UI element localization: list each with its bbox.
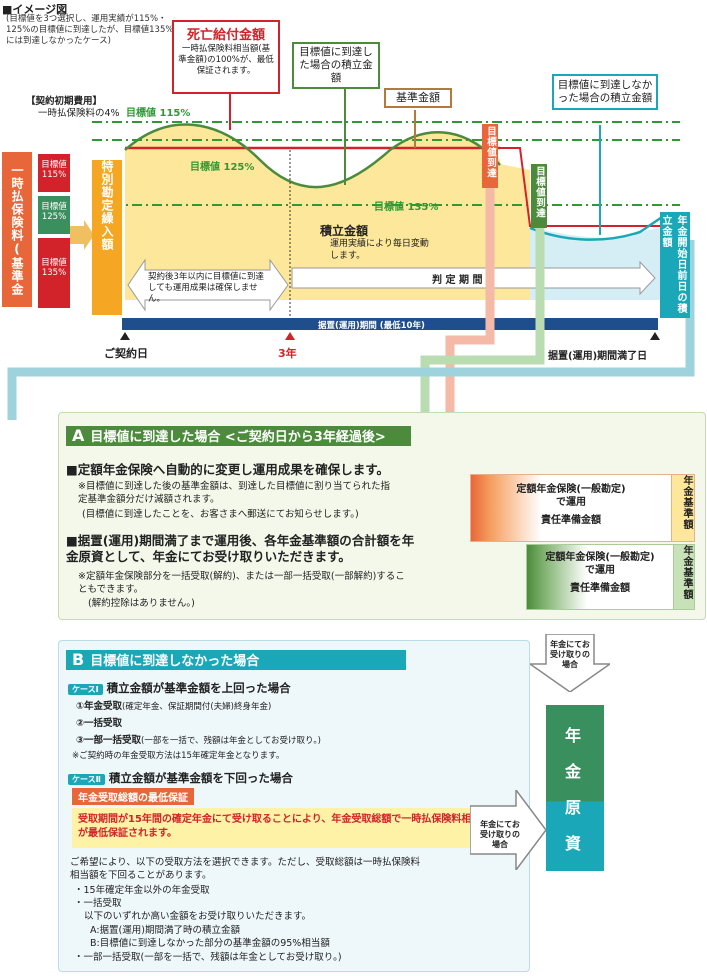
deferral-bar [122, 318, 658, 330]
acc-body: 運用実績により毎日変動します。 [330, 239, 429, 261]
case1-heading: ケースⅠ 積立金額が基準金額を上回った場合 [68, 680, 291, 696]
initial-cost-title: 【契約初期費用】 [26, 96, 103, 107]
fund-char-4: 資 [565, 834, 582, 853]
b-item2-b: B:目標値に到達しなかった部分の基準金額の95%相当額 [90, 938, 330, 949]
not-reached-acc-callout: 目標値に到達しなかった場合の積立金額 [552, 74, 658, 110]
fixed-annuity-box-2: 定額年金保険(一般勘定) で運用 責任準備金額 [526, 544, 674, 610]
box1-reserve: 責任準備金額 [541, 515, 601, 526]
section-b-title: 目標値に到達しなかった場合 [90, 654, 260, 669]
case2-heading: ケースⅡ 積立金額が基準金額を下回った場合 [68, 770, 293, 786]
b-item2-sub: 以下のいずれか高い金額をお受け取りいただきます。 [84, 911, 312, 922]
guarantee-arrow [127, 258, 289, 312]
deferral-label: 据置(運用)期間 (最低10年) [318, 321, 425, 331]
case1-opt3: ③一部一括受取(一部を一括で、残額は年金としてお受け取り。) [76, 734, 321, 748]
section-a-note1b: (目標値に到達したことを、お客さまへ郵送にてお知らせします。) [82, 509, 359, 520]
section-b-letter: B [72, 650, 85, 669]
opt2: ②一括受取 [76, 718, 123, 729]
year3-label: 3年 [278, 347, 297, 360]
accumulation-area [125, 124, 500, 301]
b-item2-a: A:据置(運用)期間満了時の積立金額 [90, 925, 240, 936]
box2-line1: 定額年金保険(一般勘定) [545, 552, 655, 563]
case1-opt1: ①年金受取(確定年金、保証期間付(夫婦)終身年金) [76, 700, 271, 714]
contract-date-label: ご契約日 [104, 347, 148, 360]
box2-reserve: 責任準備金額 [570, 583, 630, 594]
fund-char-1: 年 [565, 726, 582, 745]
section-a-note2a: ※定額年金保険部分を一括受取(解約)、または一部一括受取(一部解約)することもで… [78, 571, 405, 595]
target-box-115: 目標値115% [38, 154, 70, 192]
acc-title: 積立金額 [320, 224, 369, 238]
special-account-label: 特別勘定繰入額 [92, 160, 122, 315]
section-a-header: A 目標値に到達した場合 <ご契約日から3年経過後> [66, 426, 411, 446]
case2-badge: ケースⅡ [68, 774, 105, 785]
judge-arrow [291, 260, 656, 296]
guarantee-note: 契約後3年以内に目標値に到達しても運用成果は確保しません。 [148, 272, 264, 304]
judge-period-label: 判 定 期 間 [432, 275, 483, 286]
target-label-135: 目標値 135% [374, 202, 439, 213]
section-a-bullet2: ■据置(運用)期間満了まで運用後、各年金基準額の合計額を年金原資として、年金にて… [66, 533, 415, 564]
fund-char-2: 金 [565, 762, 582, 781]
section-a-bullet1: ■定額年金保険へ自動的に変更し運用成果を確保します。 [66, 462, 390, 477]
box2-side-label: 年金基準額 [673, 544, 695, 610]
reach-label-1: 目標値到達 [482, 124, 498, 188]
base-amount-callout: 基準金額 [384, 88, 452, 108]
section-b-panel [58, 640, 530, 972]
death-benefit-title: 死亡給付金額 [186, 28, 265, 43]
box1-side-label: 年金基準額 [671, 474, 695, 542]
pension-fund-column [546, 705, 604, 871]
reached-acc-callout: 目標値に到達した場合の積立金額 [292, 42, 380, 89]
fixed-annuity-box-1: 定額年金保険(一般勘定) で運用 責任準備金額 [470, 474, 672, 542]
chart-graphic [7, 72, 695, 420]
section-b-header: B 目標値に到達しなかった場合 [66, 650, 406, 670]
pension-start-acc-label: 年金開始日前日の積立金額 [660, 212, 690, 318]
initial-cost-callout: 【契約初期費用】 一時払保険料の4% [26, 96, 120, 120]
b-item1: ・15年確定年金以外の年金受取 [74, 885, 210, 896]
section-a-letter: A [72, 426, 85, 445]
arrow-down-to-fund [530, 634, 610, 692]
box1-line1: 定額年金保険(一般勘定) [516, 484, 626, 495]
b-item3: ・一部一括受取(一部を一括で、残額は年金としてお受け取り。) [74, 952, 342, 963]
arrow1-label: 年金にてお受け取りの場合 [550, 640, 590, 669]
opt3-note: (一部を一括で、残額は年金としてお受け取り。) [141, 736, 321, 746]
death-benefit-callout: 死亡給付金額 一時払保険料相当額(基準金額)の100%が、最低保証されます。 [172, 20, 280, 94]
arrow2-label: 年金にてお受け取りの場合 [480, 820, 520, 849]
guarantee-text: 受取期間が15年間の確定年金にて受け取ることにより、年金受取総額で一時払保険料相… [72, 808, 500, 848]
initial-cost-body: 一時払保険料の4% [38, 108, 120, 119]
b-item2: ・一括受取 [74, 898, 122, 909]
box2-line2: で運用 [585, 565, 615, 576]
choose-text: ご希望により、以下の受取方法を選択できます。ただし、受取総額は一時払保険料相当額… [70, 857, 420, 881]
premium-label: 一時払保険料(基準金額) [2, 152, 32, 307]
case2-title: 積立金額が基準金額を下回った場合 [108, 771, 293, 785]
box1-line2: で運用 [556, 497, 586, 508]
section-a-note2b: (解約控除はありません。) [88, 598, 195, 609]
section-a-title: 目標値に到達した場合 <ご契約日から3年経過後> [90, 430, 386, 445]
section-a-note1a: ※目標値に到達した後の基準金額は、到達した目標値に割り当てられた指定基準金額分だ… [78, 481, 390, 505]
case1-opt2: ②一括受取 [76, 717, 122, 730]
target-label-115: 目標値 115% [126, 108, 191, 119]
deferral-end-label: 据置(運用)期間満了日 [548, 351, 648, 362]
fund-char-3: 原 [565, 798, 582, 817]
opt1-note: (確定年金、保証期間付(夫婦)終身年金) [122, 702, 272, 712]
opt3: ③一部一括受取 [76, 735, 142, 746]
case1-badge: ケースⅠ [68, 684, 103, 695]
opt1: ①年金受取 [76, 701, 123, 712]
target-label-125: 目標値 125% [190, 162, 255, 173]
header-note: (目標値を3つ選択し、運用実績が115%・125%の目標値に到達したが、目標値1… [6, 14, 174, 46]
death-benefit-body: 一時払保険料相当額(基準金額)の100%が、最低保証されます。 [178, 44, 274, 76]
arrow-into-chart [70, 220, 94, 250]
target-box-135: 目標値135% [38, 238, 70, 308]
min-guarantee-badge: 年金受取総額の最低保証 [72, 788, 194, 805]
case1-title: 積立金額が基準金額を上回った場合 [106, 681, 291, 695]
arrow-right-to-fund [470, 790, 546, 870]
target-box-125: 目標値125% [38, 196, 70, 234]
reach-label-2: 目標値到達 [531, 164, 547, 228]
acc-curve [124, 123, 501, 189]
page-title: ■イメージ図 [2, 3, 68, 16]
case1-note: ※ご契約時の年金受取方法は15年確定年金となります。 [72, 751, 285, 761]
